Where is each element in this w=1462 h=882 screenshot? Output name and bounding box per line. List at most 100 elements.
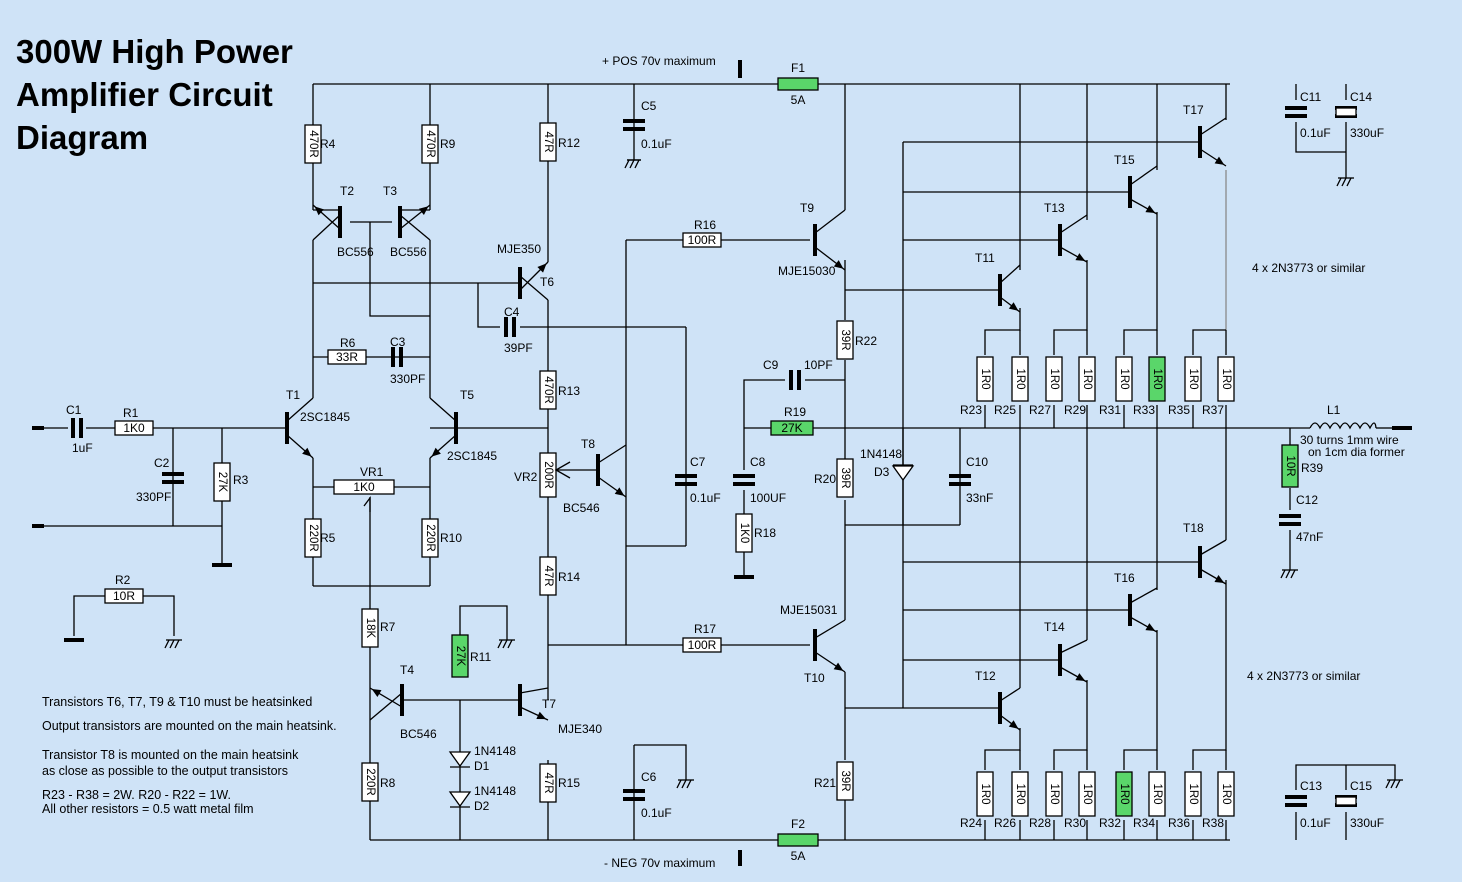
resistor-ref-r29: R29 <box>1064 403 1086 417</box>
capacitor-ref-c11: C11 <box>1300 90 1321 104</box>
capacitor-ref-c5: C5 <box>641 99 657 113</box>
resistor-value-r14: 47R <box>542 565 554 586</box>
resistor-r26 <box>1011 771 1029 817</box>
capacitor-c10 <box>949 474 971 486</box>
resistor-r27 <box>1045 356 1063 402</box>
resistor-r7 <box>361 608 379 648</box>
resistor-value-r30: 1R0 <box>1081 783 1093 804</box>
diode-d3-icon <box>891 464 915 482</box>
resistor-value-r7: 18K <box>364 618 376 639</box>
transistor-t5-icon <box>429 397 458 459</box>
capacitor-value-c1: 1uF <box>72 441 93 455</box>
capacitor-c6 <box>623 789 645 801</box>
fuse-value: 5A <box>791 93 806 107</box>
wiper-arrow-icon <box>554 461 571 479</box>
capacitor-ref-c7: C7 <box>690 455 706 469</box>
transistor-ref-t7: T7 <box>542 697 556 711</box>
resistor-value-r3: 27K <box>216 472 228 493</box>
diode-d2-icon <box>448 791 472 808</box>
diode-symbols <box>448 464 915 808</box>
diode-ref-d1: D1 <box>474 759 490 773</box>
resistor-r2 <box>104 588 144 604</box>
resistor-r3 <box>213 462 231 502</box>
resistor-value-r19: 27K <box>781 421 802 435</box>
transistor-t17-icon <box>1198 117 1227 167</box>
resistor-ref-r7: R7 <box>380 620 396 634</box>
transistor-t13-icon <box>1058 214 1088 263</box>
resistor-ref-r31: R31 <box>1099 403 1121 417</box>
capacitor-ref-c13: C13 <box>1300 779 1322 793</box>
ground-icon <box>164 639 182 649</box>
resistor-value-r22: 39R <box>839 329 851 350</box>
resistor-r31 <box>1115 356 1133 402</box>
capacitor-value-c2: 330PF <box>136 490 171 504</box>
capacitor-value-c15: 330uF <box>1350 816 1384 830</box>
resistor-r6 <box>327 349 367 365</box>
resistor-ref-r21: R21 <box>814 776 836 790</box>
transistor-t16-icon <box>1128 587 1158 633</box>
resistor-ref-r18: R18 <box>754 526 776 540</box>
output-note-upper: 4 x 2N3773 or similar <box>1252 261 1365 275</box>
transistor-t8-icon <box>596 444 627 498</box>
resistor-value-r38: 1R0 <box>1220 783 1232 804</box>
resistor-value-r8: 220R <box>364 768 376 796</box>
resistor-value-r18: 1K0 <box>738 523 750 543</box>
resistor-ref-r32: R32 <box>1099 816 1121 830</box>
resistor-value-r23: 1R0 <box>979 368 991 389</box>
resistor-r15 <box>539 763 557 803</box>
title-line-2: Amplifier Circuit <box>16 76 273 113</box>
resistor-ref-r30: R30 <box>1064 816 1086 830</box>
resistor-r23 <box>976 356 994 402</box>
resistor-r5 <box>304 518 322 558</box>
resistor-r29 <box>1078 356 1096 402</box>
resistor-vr2 <box>539 452 557 498</box>
resistor-ref-r11: R11 <box>470 650 491 664</box>
fuse-1 <box>777 77 819 91</box>
resistor-value-r33: 1R0 <box>1151 368 1163 389</box>
inductor-l1-icon <box>1309 422 1377 430</box>
resistor-ref-r25: R25 <box>994 403 1016 417</box>
capacitor-c2 <box>162 472 184 484</box>
diode-d1-icon <box>448 751 472 768</box>
resistor-r8 <box>361 762 379 802</box>
transistor-t1-icon <box>285 397 314 459</box>
note-line-4: as close as possible to the output trans… <box>42 764 288 778</box>
resistor-value-r29: 1R0 <box>1081 368 1093 389</box>
resistor-value-r27: 1R0 <box>1048 368 1060 389</box>
resistor-r24 <box>976 771 994 817</box>
transistor-ref-t13: T13 <box>1044 201 1065 215</box>
transistor-part-t4: BC546 <box>400 727 437 741</box>
resistor-ref-r9: R9 <box>440 137 456 151</box>
capacitor-value-c12: 47nF <box>1296 530 1323 544</box>
capacitor-c7 <box>675 474 697 486</box>
wiring <box>32 60 1412 866</box>
resistor-r1 <box>114 420 154 436</box>
resistor-r16 <box>682 232 722 248</box>
resistor-r35 <box>1184 356 1202 402</box>
resistor-r10 <box>421 518 439 558</box>
resistor-value-r4: 470R <box>307 130 319 158</box>
resistor-r39 <box>1281 444 1299 488</box>
electrolytic-icon <box>1335 796 1357 806</box>
capacitor-c3 <box>391 347 403 367</box>
resistor-value-r17: 100R <box>688 638 717 652</box>
resistor-value-r13: 470R <box>542 376 554 404</box>
ground-icon <box>497 639 515 649</box>
resistor-r4 <box>304 124 322 164</box>
resistor-value-r5: 220R <box>307 524 319 552</box>
capacitor-c12 <box>1279 514 1301 526</box>
neg-rail-label: - NEG 70v maximum <box>604 856 715 870</box>
resistor-r21 <box>836 761 854 801</box>
capacitor-ref-c6: C6 <box>641 770 657 784</box>
transistor-ref-t6: T6 <box>540 275 554 289</box>
resistor-value-r9: 470R <box>424 130 436 158</box>
resistor-value-r39: 10R <box>1284 455 1296 476</box>
transistor-part-t1: 2SC1845 <box>300 410 350 424</box>
resistor-r19 <box>770 420 814 436</box>
ground-icon <box>1336 177 1354 187</box>
resistor-ref-r17: R17 <box>694 622 716 636</box>
resistor-value-r25: 1R0 <box>1014 368 1026 389</box>
resistor-ref-r5: R5 <box>320 531 336 545</box>
output-note-lower: 4 x 2N3773 or similar <box>1247 669 1360 683</box>
diode-part-d3: 1N4148 <box>860 447 902 461</box>
